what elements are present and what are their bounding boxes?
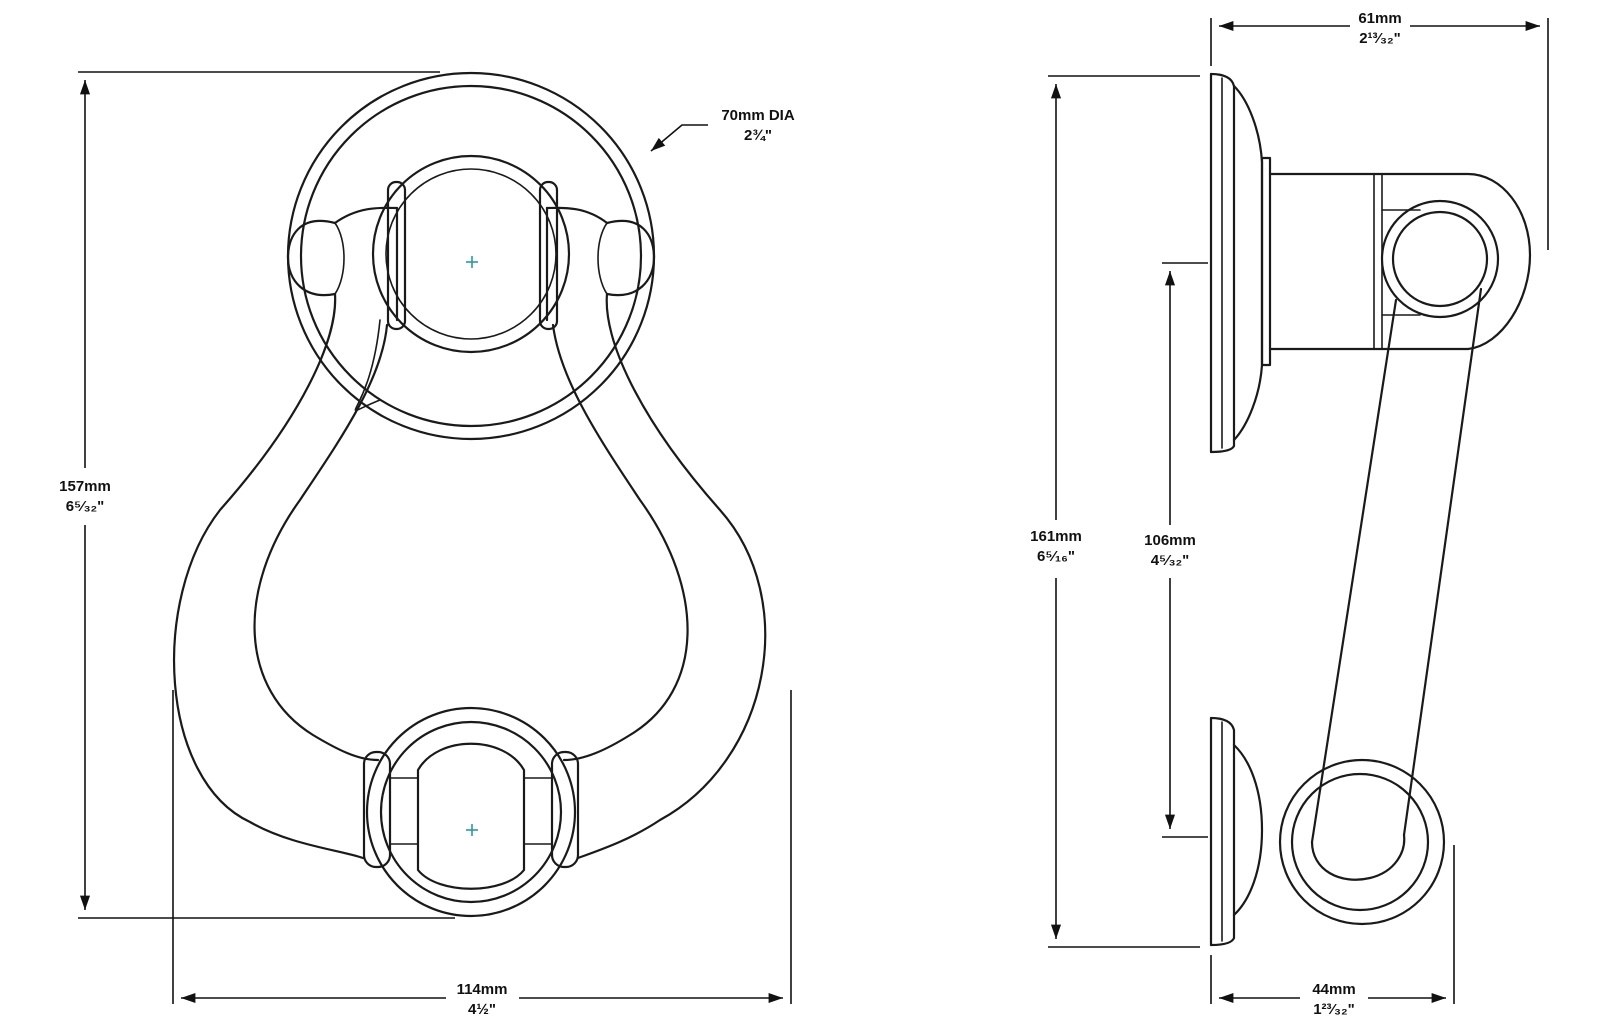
side-knocker-arm bbox=[1310, 287, 1483, 844]
bottom-collars bbox=[362, 750, 580, 869]
side-projection-dimension: 61mm 2¹³⁄₃₂" bbox=[1210, 10, 1549, 250]
side-height-metric: 161mm bbox=[1030, 528, 1082, 545]
front-width-dimension: 114mm 4½" bbox=[172, 690, 792, 1018]
front-view: 157mm 6⁵⁄₃₂" 114mm 4½" 70mm DIA 2¾" bbox=[59, 71, 795, 1018]
side-inner-dimension: 106mm 4⁵⁄₃₂" bbox=[1144, 262, 1208, 838]
side-projection-imperial: 2¹³⁄₃₂" bbox=[1359, 30, 1401, 47]
front-height-metric: 157mm bbox=[59, 478, 111, 495]
side-pivot bbox=[1380, 199, 1500, 319]
side-inner-imperial: 4⁵⁄₃₂" bbox=[1151, 552, 1190, 569]
top-rose bbox=[286, 71, 656, 441]
knocker-ring-outer bbox=[173, 206, 767, 860]
rose-diameter-metric: 70mm DIA bbox=[721, 107, 795, 124]
side-base-dimension: 44mm 1²³⁄₃₂" bbox=[1210, 845, 1455, 1018]
rose-diameter-imperial: 2¾" bbox=[744, 127, 772, 144]
side-base-imperial: 1²³⁄₃₂" bbox=[1313, 1001, 1355, 1018]
top-collars bbox=[386, 180, 559, 331]
front-width-metric: 114mm bbox=[457, 981, 508, 998]
side-top-backplate bbox=[1209, 72, 1272, 454]
side-height-dimension: 161mm 6⁵⁄₁₆" bbox=[1030, 75, 1200, 948]
knocker-ring-inner bbox=[253, 323, 689, 762]
side-bottom-strike bbox=[1209, 716, 1446, 947]
front-height-imperial: 6⁵⁄₃₂" bbox=[66, 498, 105, 515]
side-projection-metric: 61mm bbox=[1358, 10, 1401, 27]
top-end-caps bbox=[286, 219, 656, 297]
center-mark-top bbox=[466, 256, 478, 268]
side-hinge-block bbox=[1268, 172, 1532, 351]
bottom-strike-plate bbox=[365, 706, 577, 918]
side-view: 161mm 6⁵⁄₁₆" 106mm 4⁵⁄₃₂" 61mm 2¹³⁄₃₂" bbox=[1030, 10, 1549, 1018]
side-height-imperial: 6⁵⁄₁₆" bbox=[1037, 548, 1075, 565]
front-width-imperial: 4½" bbox=[468, 1001, 496, 1018]
center-mark-bottom bbox=[466, 824, 478, 836]
side-inner-metric: 106mm bbox=[1144, 532, 1196, 549]
side-base-metric: 44mm bbox=[1312, 981, 1355, 998]
rose-diameter-callout: 70mm DIA 2¾" bbox=[650, 107, 795, 152]
front-height-dimension: 157mm 6⁵⁄₃₂" bbox=[59, 71, 455, 919]
